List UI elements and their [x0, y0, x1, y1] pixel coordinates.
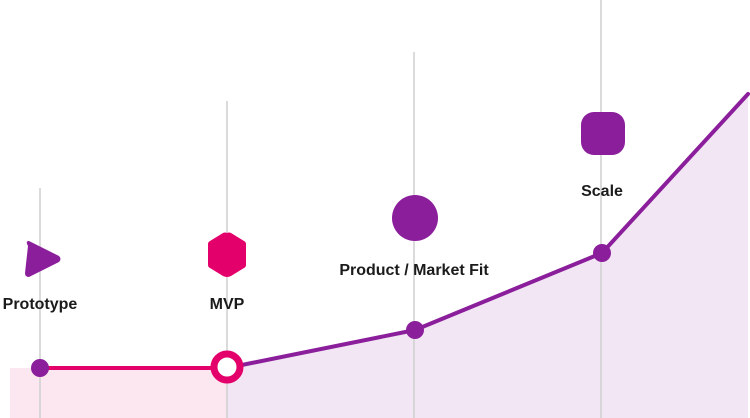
triangle-play-icon — [25, 241, 61, 277]
circle-icon — [392, 195, 438, 241]
point-scale — [593, 244, 611, 262]
pink-area-fill — [10, 368, 227, 418]
point-prototype — [31, 359, 49, 377]
hexagon-icon — [208, 232, 246, 277]
label-product-market-fit: Product / Market Fit — [339, 262, 489, 279]
rounded-square-icon — [581, 112, 625, 155]
label-mvp: MVP — [210, 296, 245, 313]
point-product-market-fit — [406, 321, 424, 339]
label-scale: Scale — [581, 183, 623, 200]
growth-line-purple — [225, 92, 750, 370]
purple-area-fill — [227, 94, 748, 418]
label-prototype: Prototype — [3, 296, 78, 313]
point-mvp — [210, 350, 244, 384]
